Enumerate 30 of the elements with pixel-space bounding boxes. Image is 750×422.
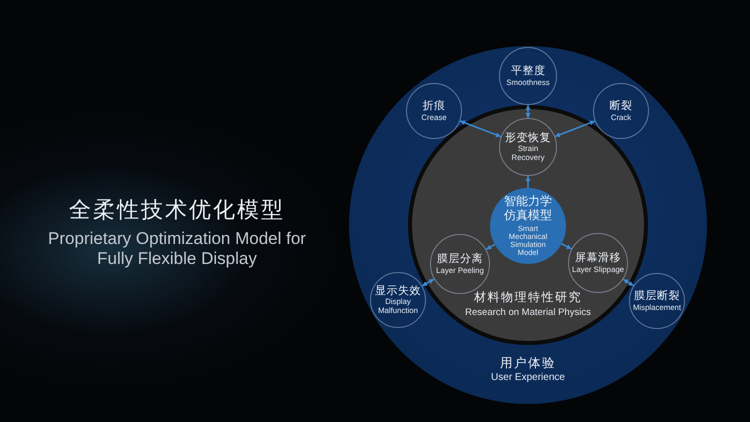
- arrow: [622, 278, 634, 286]
- node-title: 折痕: [422, 100, 446, 113]
- circle-node: [593, 83, 649, 139]
- circle-node: [406, 83, 462, 139]
- node-title: 断裂: [610, 100, 632, 113]
- node-title: 平整度: [510, 64, 546, 78]
- arrow: [526, 176, 530, 188]
- node-title: 屏幕滑移: [575, 252, 621, 265]
- circle-node: [629, 273, 685, 329]
- node-title: 膜层断裂: [634, 290, 680, 303]
- title: 全柔性技术优化模型: [69, 197, 285, 224]
- circle-node: [568, 233, 628, 293]
- arrow: [554, 120, 596, 138]
- node-subtitle: Research on Material Physics: [465, 306, 591, 319]
- arrow: [460, 120, 502, 138]
- node-subtitle: User Experience: [491, 372, 565, 385]
- node-title: 材料物理特性研究: [474, 291, 582, 305]
- node-title: 显示失效: [375, 284, 421, 298]
- node-title: 形变恢复: [505, 132, 551, 144]
- arrow: [526, 105, 530, 118]
- node-title: 膜层分离: [437, 252, 483, 266]
- node-title: 用户体验: [500, 356, 556, 370]
- arrow: [422, 278, 434, 287]
- subtitle: Proprietary Optimization Model for Fully Flexible Display: [47, 229, 307, 270]
- arrow: [486, 244, 496, 250]
- circle-node: [499, 47, 557, 105]
- arrow: [561, 243, 572, 250]
- circle-node: [370, 272, 426, 328]
- circle-node: [499, 118, 557, 176]
- node-title: 智能力学仿真模型: [503, 195, 553, 223]
